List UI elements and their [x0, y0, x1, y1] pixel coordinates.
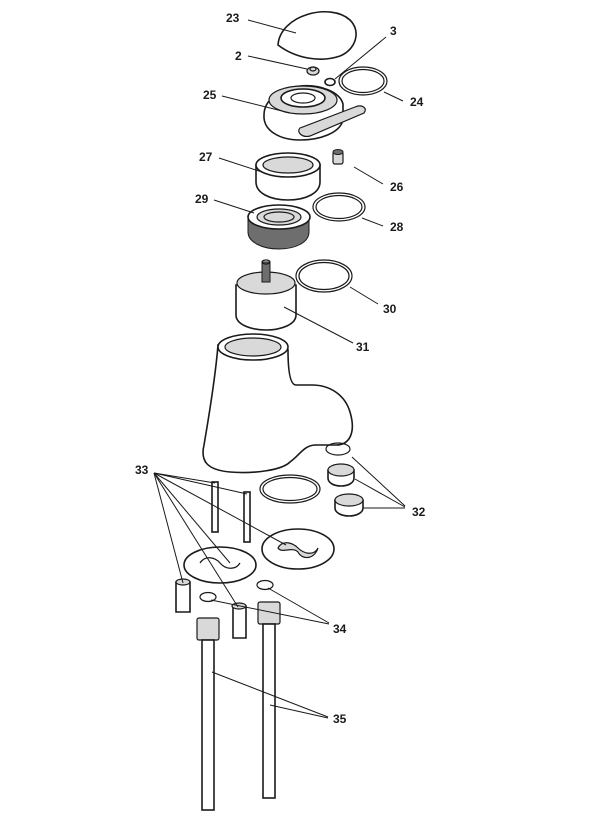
part-31-cartridge — [235, 259, 297, 331]
callout-26: 26 — [390, 180, 404, 194]
part-23-cap — [277, 11, 357, 60]
part-29-bearing — [247, 204, 311, 250]
callout-31: 31 — [356, 340, 370, 354]
part-33-studs — [211, 481, 251, 543]
part-2-nut — [306, 66, 320, 76]
part-27-collar — [255, 152, 321, 201]
callout-35: 35 — [333, 712, 347, 726]
callout-24: 24 — [410, 95, 424, 109]
callout-23: 23 — [226, 11, 240, 25]
part-32-aerator — [325, 442, 364, 517]
part-28-o-ring — [312, 192, 366, 222]
part-24-o-ring — [338, 66, 388, 96]
callout-labels: 23 2 3 24 25 26 27 28 29 30 31 32 33 34 … — [135, 11, 426, 726]
callout-29: 29 — [195, 192, 209, 206]
part-30-o-ring — [295, 259, 353, 293]
faucet-body — [202, 333, 354, 474]
callout-33: 33 — [135, 463, 149, 477]
part-25-handle — [263, 84, 366, 141]
callout-25: 25 — [203, 88, 217, 102]
callout-30: 30 — [383, 302, 397, 316]
callout-3: 3 — [390, 24, 397, 38]
callout-32: 32 — [412, 505, 426, 519]
callout-28: 28 — [390, 220, 404, 234]
callout-34: 34 — [333, 622, 347, 636]
callout-2: 2 — [235, 49, 242, 63]
part-3-washer — [324, 77, 336, 87]
part-35-pipes — [196, 601, 281, 811]
part-34-washers — [199, 579, 274, 603]
callout-27: 27 — [199, 150, 213, 164]
part-26-screw — [332, 149, 344, 165]
leader-lines — [153, 19, 406, 719]
mounting-plates — [183, 528, 335, 584]
base-o-ring — [259, 474, 321, 504]
